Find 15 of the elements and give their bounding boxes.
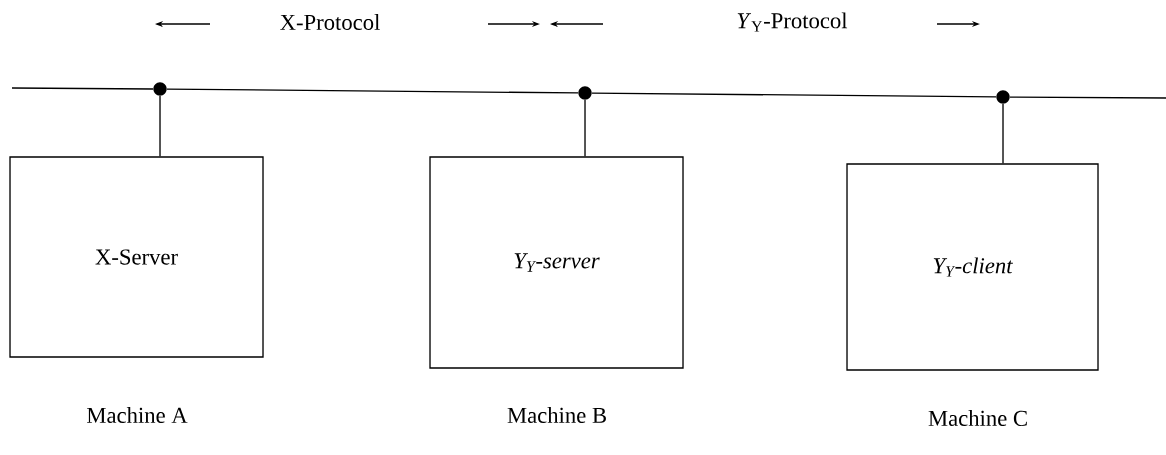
- machine-label: Machine A: [87, 407, 188, 423]
- connector-line: [1002, 103, 1004, 164]
- connector-line: [584, 99, 586, 157]
- machine-label: Machine C: [928, 410, 1027, 426]
- connector-line: [159, 95, 161, 157]
- machine-box: X-Server: [9, 156, 264, 358]
- machine-box: Y$_{Y}$-server: [429, 156, 684, 369]
- bus-line: [166, 88, 579, 94]
- machine-label: Machine B: [507, 407, 606, 423]
- bus-line: [11, 87, 154, 90]
- bus-line: [1009, 96, 1166, 99]
- machine-box: Y$_{Y}$-client: [846, 163, 1099, 371]
- protocol-label: X-Protocol: [280, 14, 380, 30]
- bus-line: [591, 92, 997, 98]
- protocol-label: Y$_{Y}$-Protocol: [737, 12, 848, 32]
